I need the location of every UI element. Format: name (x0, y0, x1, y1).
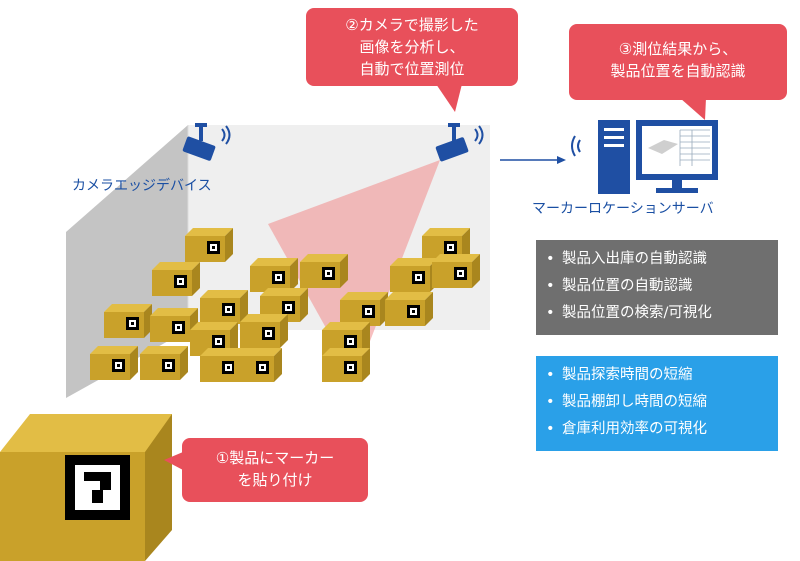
server-computer-icon (571, 120, 718, 194)
benefit-item: 製品探索時間の短縮 (546, 362, 768, 389)
marker-callout: ①製品にマーカー を貼り付け (182, 438, 368, 502)
product-box (422, 228, 470, 262)
product-box (300, 254, 348, 288)
feature-item: 製品位置の検索/可視化 (546, 300, 768, 327)
product-box (432, 254, 480, 288)
camera-icon (435, 123, 484, 162)
feature-item: 製品入出庫の自動認識 (546, 246, 768, 273)
product-box (90, 346, 138, 380)
product-box (140, 346, 188, 380)
product-box (104, 304, 152, 338)
benefit-item: 倉庫利用効率の可視化 (546, 416, 768, 443)
features-panel: 製品入出庫の自動認識 製品位置の自動認識 製品位置の検索/可視化 (536, 240, 778, 335)
product-box (390, 258, 438, 292)
product-box (190, 322, 238, 356)
benefit-item: 製品棚卸し時間の短縮 (546, 389, 768, 416)
camera-view-cone (268, 160, 440, 380)
product-box (340, 292, 388, 326)
callout-tail (436, 84, 462, 112)
callout-tail (680, 98, 706, 120)
arrow-icon (500, 156, 566, 164)
product-box (250, 258, 298, 292)
big-product-box (0, 414, 172, 561)
benefits-panel: 製品探索時間の短縮 製品棚卸し時間の短縮 倉庫利用効率の可視化 (536, 356, 778, 451)
product-box (152, 262, 200, 296)
product-box (200, 290, 248, 324)
product-box (385, 292, 433, 326)
feature-item: 製品位置の自動認識 (546, 273, 768, 300)
camera-icon (182, 123, 231, 161)
product-box (150, 308, 198, 342)
camera-device-label: カメラエッジデバイス (72, 178, 212, 194)
callout-tail (164, 452, 183, 470)
camera-analysis-callout: ②カメラで撮影した 画像を分析し、 自動で位置測位 (306, 8, 518, 86)
server-label: マーカーロケーションサーバ (532, 201, 714, 217)
product-box (240, 314, 288, 348)
product-box (322, 348, 370, 382)
big-marker (65, 455, 130, 520)
product-box (234, 348, 282, 382)
product-boxes (90, 228, 480, 382)
server-result-callout: ③測位結果から、 製品位置を自動認識 (569, 24, 787, 100)
product-box (185, 228, 233, 262)
